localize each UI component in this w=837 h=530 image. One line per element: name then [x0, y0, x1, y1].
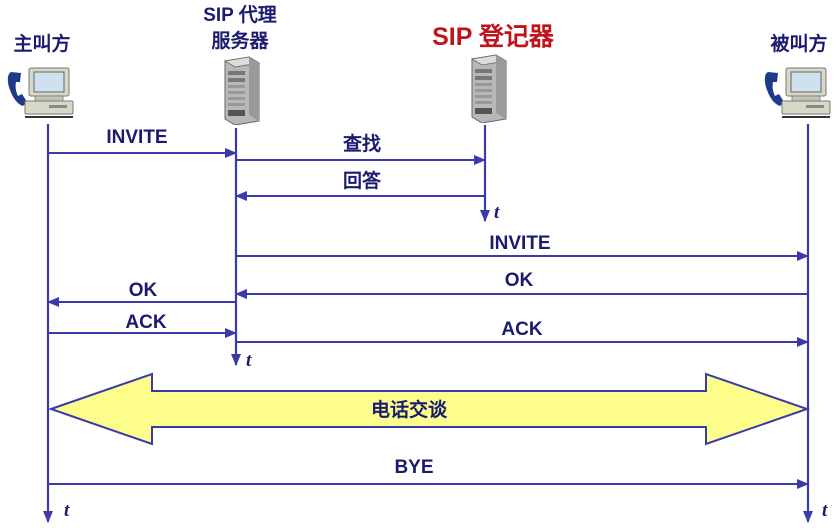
- desktop-phone-icon: [6, 66, 75, 119]
- invite-label-1: INVITE: [106, 127, 167, 148]
- bye-label: BYE: [394, 457, 433, 478]
- registrar-label: SIP 登记器: [432, 22, 555, 51]
- caller-label: 主叫方: [13, 32, 70, 55]
- proxy-time-label: t: [246, 350, 252, 371]
- server-tower-icon: [224, 56, 260, 125]
- ack-label-1: ACK: [125, 312, 166, 333]
- registrar-time-label: t: [494, 202, 500, 223]
- desktop-phone-icon: [763, 66, 832, 119]
- callee-label: 被叫方: [770, 32, 827, 55]
- lookup-label: 查找: [342, 132, 381, 155]
- ok-label-2: OK: [505, 270, 534, 291]
- server-tower-icon: [471, 54, 507, 123]
- conversation-label: 电话交谈: [371, 398, 448, 421]
- proxy-label-line2: 服务器: [211, 29, 269, 52]
- caller-time-label: t: [64, 500, 70, 521]
- callee-time-label: t: [822, 500, 828, 521]
- ack-label-2: ACK: [501, 319, 542, 340]
- phone-conversation-double-arrow: [47, 372, 811, 446]
- invite-label-2: INVITE: [489, 233, 550, 254]
- ok-label-1: OK: [129, 280, 158, 301]
- reply-label: 回答: [343, 169, 382, 192]
- proxy-label-line1: SIP 代理: [203, 4, 277, 26]
